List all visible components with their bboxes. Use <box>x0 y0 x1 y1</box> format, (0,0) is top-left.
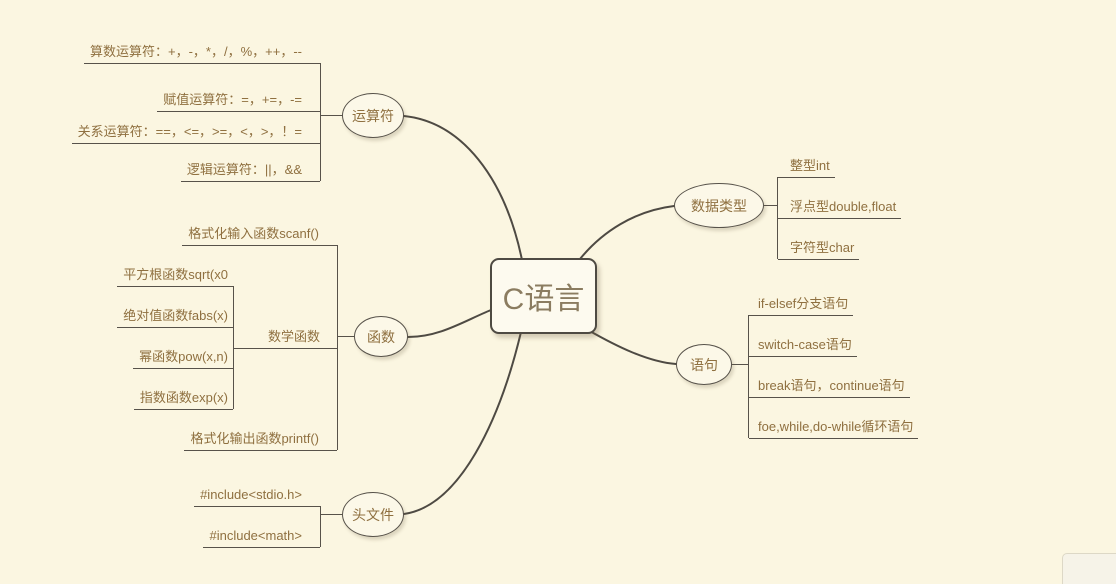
leaf-node-switch-case[interactable]: switch-case语句 <box>749 337 857 357</box>
branch-node-statements[interactable]: 语句 <box>676 344 732 385</box>
leaf-node-loops[interactable]: foe,while,do-while循环语句 <box>749 419 919 439</box>
branch-label-functions: 函数 <box>367 328 395 345</box>
leaf-node-relational-operators[interactable]: 关系运算符：==，<=，>=，<，>，！= <box>71 124 320 144</box>
branch-node-datatypes[interactable]: 数据类型 <box>674 183 764 228</box>
curve-center-datatypes <box>579 205 675 260</box>
leaf-node-char-type[interactable]: 字符型char <box>778 240 860 260</box>
leaf-node-fabs[interactable]: 绝对值函数fabs(x) <box>117 308 233 328</box>
center-node[interactable]: C语言 <box>490 258 597 334</box>
leaf-node-if-else[interactable]: if-elsef分支语句 <box>749 296 854 316</box>
subbranch-node-math-functions[interactable]: 数学函数 <box>233 329 337 349</box>
leaf-node-printf[interactable]: 格式化输出函数printf() <box>184 431 337 451</box>
branch-label-headers: 头文件 <box>352 506 394 523</box>
leaf-node-arithmetic-operators[interactable]: 算数运算符：+，-，*，/，%，++，-- <box>84 44 320 64</box>
branch-node-headers[interactable]: 头文件 <box>342 492 404 537</box>
branch-label-statements: 语句 <box>690 356 718 373</box>
branch-label-datatypes: 数据类型 <box>691 197 747 214</box>
leaf-node-float-type[interactable]: 浮点型double,float <box>778 199 902 219</box>
leaf-node-include-stdio[interactable]: #include<stdio.h> <box>194 487 320 507</box>
branch-node-functions[interactable]: 函数 <box>354 316 408 357</box>
leaf-node-assignment-operators[interactable]: 赋值运算符：=，+=，-= <box>157 92 320 112</box>
leaf-node-break-continue[interactable]: break语句，continue语句 <box>749 378 910 398</box>
leaf-node-scanf[interactable]: 格式化输入函数scanf() <box>182 226 337 246</box>
curve-center-headers <box>403 331 522 515</box>
curve-center-operators <box>403 115 523 261</box>
leaf-node-include-math[interactable]: #include<math> <box>203 528 320 548</box>
curve-center-functions <box>407 309 492 338</box>
corner-panel <box>1062 553 1116 584</box>
leaf-node-pow[interactable]: 幂函数pow(x,n) <box>133 349 233 369</box>
center-node-label: C语言 <box>502 283 585 316</box>
branch-node-operators[interactable]: 运算符 <box>342 93 404 138</box>
leaf-node-exp[interactable]: 指数函数exp(x) <box>133 390 233 410</box>
curve-center-statements <box>587 329 677 365</box>
leaf-node-sqrt[interactable]: 平方根函数sqrt(x0 <box>117 267 233 287</box>
leaf-node-int-type[interactable]: 整型int <box>778 158 835 178</box>
branch-label-operators: 运算符 <box>352 107 394 124</box>
leaf-node-logical-operators[interactable]: 逻辑运算符：||，&& <box>180 162 320 182</box>
